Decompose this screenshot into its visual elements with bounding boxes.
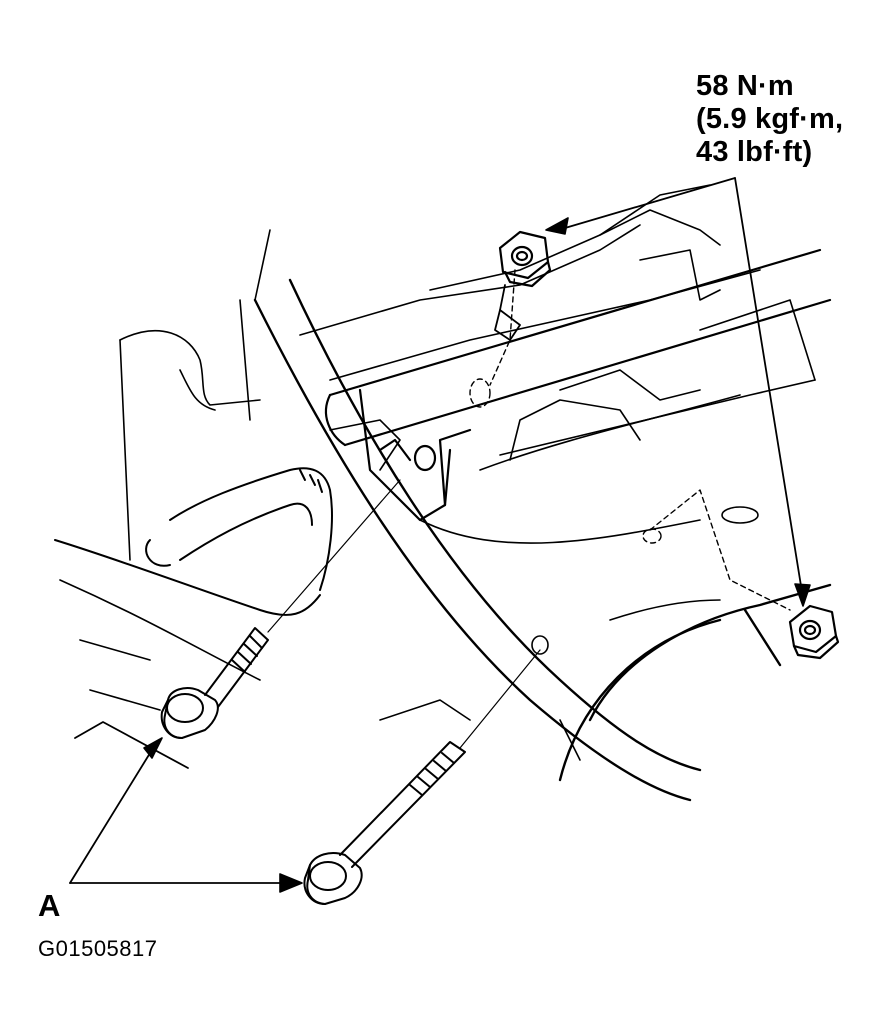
torque-value-lbf: 43 lbf·ft) [696,136,813,168]
long-mounting-bolt [303,741,466,905]
upper-flange-nut [498,230,552,288]
crossmember [324,248,832,447]
torque-callout-leaders [564,177,803,593]
torque-value-metric: 58 N·m [696,70,794,102]
lower-flange-nut [788,604,840,660]
figure-id: G01505817 [38,936,158,961]
torque-value-kgf: (5.9 kgf·m, [696,103,844,135]
frame-tube [253,278,702,802]
hidden-lines [469,269,791,611]
short-bolt-arrow-icon [143,737,163,759]
subframe-outline [119,184,816,561]
short-mounting-bolt [160,627,269,739]
upper-nut-arrow-icon [545,217,569,235]
floor-outline [59,379,816,761]
alignment-leaders [267,479,541,749]
callout-label-a: A [38,888,61,923]
wheel-arch [558,583,832,782]
exhaust-pipe [54,467,333,616]
lower-nut-arrow-icon [794,583,811,607]
callout-a-leaders [69,721,286,884]
long-bolt-arrow-icon [279,873,303,893]
mount-bracket [358,388,472,522]
stud [494,284,521,341]
